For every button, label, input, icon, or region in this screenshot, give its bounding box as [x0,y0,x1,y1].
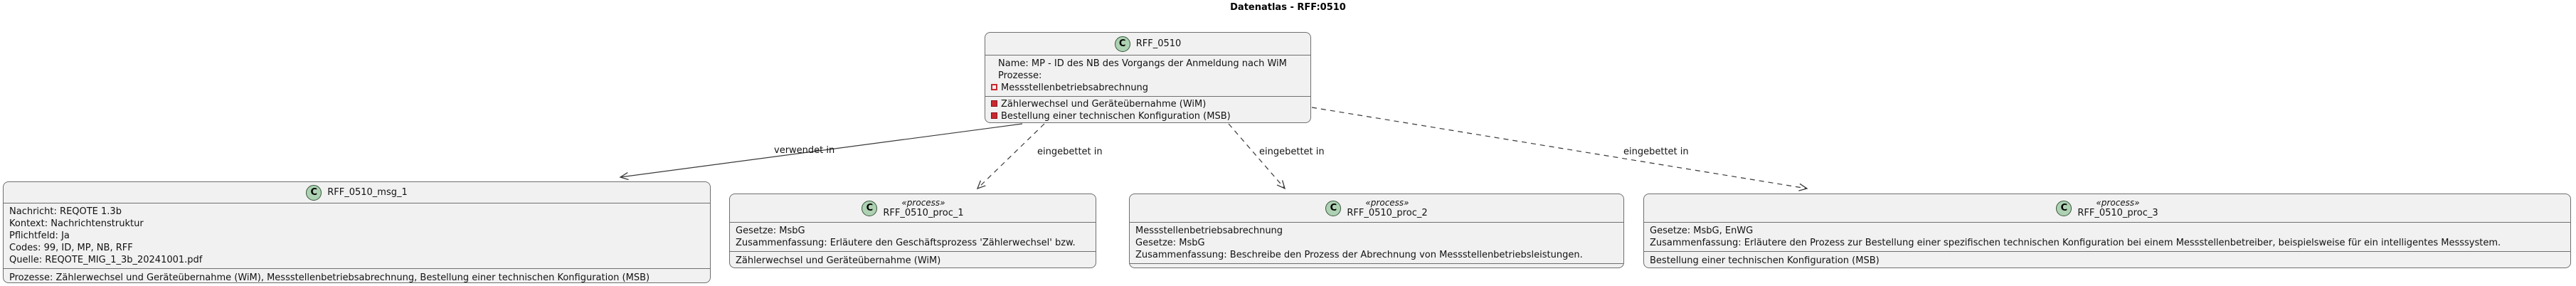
diagram-title: Datenatlas - RFF:0510 [1230,2,1346,13]
attribute-line: Gesetze: MsbG [1135,238,1205,248]
edge-eingebettet-in-proc3 [1311,107,1808,191]
footer-compartment: Prozesse: Zählerwechsel und Geräteüberna… [4,268,710,286]
attributes-compartment: Messstellenbetriebsabrechnung Gesetze: M… [1130,222,1623,263]
private-field-icon [991,84,997,90]
class-header: C «process» RFF_0510_proc_2 [1130,194,1623,222]
private-method-icon [991,112,997,119]
method-line: Zählerwechsel und Geräteübernahme (WiM) [990,98,1306,110]
class-name: RFF_0510_proc_3 [2077,207,2158,218]
attribute-line: Gesetze: MsbG, EnWG [1650,226,1754,236]
attributes-compartment: Gesetze: MsbG Zusammenfassung: Erläutere… [730,222,1096,251]
class-icon: C [2056,200,2072,216]
field-line: Messstellenbetriebsabrechnung [990,82,1306,94]
class-icon: C [862,200,878,216]
attribute-line: Zusammenfassung: Beschreibe den Prozess … [1135,250,1583,260]
methods-compartment: Zählerwechsel und Geräteübernahme (WiM) … [985,96,1310,124]
method-label: Zählerwechsel und Geräteübernahme (WiM) [1001,99,1207,110]
fields-compartment: Name: MP - ID des NB des Vorgangs der An… [985,55,1310,96]
edge-label-eingebettet-in-2: eingebettet in [1259,147,1325,157]
edge-eingebettet-in-proc1 [976,123,1045,190]
class-header: C «process» RFF_0510_proc_3 [1644,194,2570,222]
attribute-line: Nachricht: REQOTE 1.3b [9,206,122,217]
footer-line: Prozesse: Zählerwechsel und Geräteüberna… [9,272,650,283]
footer-line: Bestellung einer technischen Konfigurati… [1650,255,1880,266]
class-icon: C [1114,36,1130,52]
footer-compartment: Zählerwechsel und Geräteübernahme (WiM) [730,251,1096,270]
attribute-line: Quelle: REQOTE_MIG_1_3b_20241001.pdf [9,255,203,265]
edge-label-eingebettet-in-3: eingebettet in [1623,147,1689,157]
class-node-rff-0510-proc-1: C «process» RFF_0510_proc_1 Gesetze: Msb… [729,194,1096,268]
method-line: Bestellung einer technischen Konfigurati… [990,110,1306,122]
class-icon: C [306,184,322,201]
edge-verwendet-in [619,123,1023,181]
attribute-line: Kontext: Nachrichtenstruktur [9,218,144,229]
class-node-rff-0510-msg-1: C RFF_0510_msg_1 Nachricht: REQOTE 1.3b … [3,181,711,283]
class-node-rff-0510-proc-2: C «process» RFF_0510_proc_2 Messstellenb… [1129,194,1624,268]
edge-label-eingebettet-in-1: eingebettet in [1037,147,1103,157]
stereotype-label: «process» [2096,197,2140,208]
attributes-compartment: Nachricht: REQOTE 1.3b Kontext: Nachrich… [4,203,710,268]
stereotype-label: «process» [901,197,945,208]
method-label: Bestellung einer technischen Konfigurati… [1001,111,1231,122]
attribute-line: Pflichtfeld: Ja [9,231,70,241]
class-icon: C [1325,200,1342,216]
footer-compartment: Bestellung einer technischen Konfigurati… [1644,251,2570,270]
field-label: Messstellenbetriebsabrechnung [1001,83,1149,93]
class-name: RFF_0510_proc_1 [883,207,964,218]
stereotype-label: «process» [1365,197,1409,208]
class-name: RFF_0510_msg_1 [327,186,408,198]
class-name: RFF_0510_proc_2 [1347,207,1428,218]
private-method-icon [991,100,997,107]
class-node-rff-0510: C RFF_0510 Name: MP - ID des NB des Vorg… [985,32,1311,123]
class-header: C RFF_0510 [985,33,1310,55]
attribute-line: Zusammenfassung: Erläutere den Geschäfts… [736,238,1076,248]
footer-line: Zählerwechsel und Geräteübernahme (WiM) [736,255,941,266]
attribute-line: Gesetze: MsbG [736,226,805,236]
edge-label-verwendet-in: verwendet in [774,145,835,156]
field-line: Prozesse: [998,70,1042,81]
attribute-line: Zusammenfassung: Erläutere den Prozess z… [1650,238,2501,248]
attribute-line: Codes: 99, ID, MP, NB, RFF [9,243,133,253]
attribute-line: Messstellenbetriebsabrechnung [1135,226,1283,236]
field-line: Name: MP - ID des NB des Vorgangs der An… [998,58,1287,69]
class-node-rff-0510-proc-3: C «process» RFF_0510_proc_3 Gesetze: Msb… [1643,194,2571,268]
footer-compartment [1130,263,1623,270]
class-header: C «process» RFF_0510_proc_1 [730,194,1096,222]
class-name: RFF_0510 [1135,38,1182,49]
attributes-compartment: Gesetze: MsbG, EnWG Zusammenfassung: Erl… [1644,222,2570,251]
class-header: C RFF_0510_msg_1 [4,182,710,203]
